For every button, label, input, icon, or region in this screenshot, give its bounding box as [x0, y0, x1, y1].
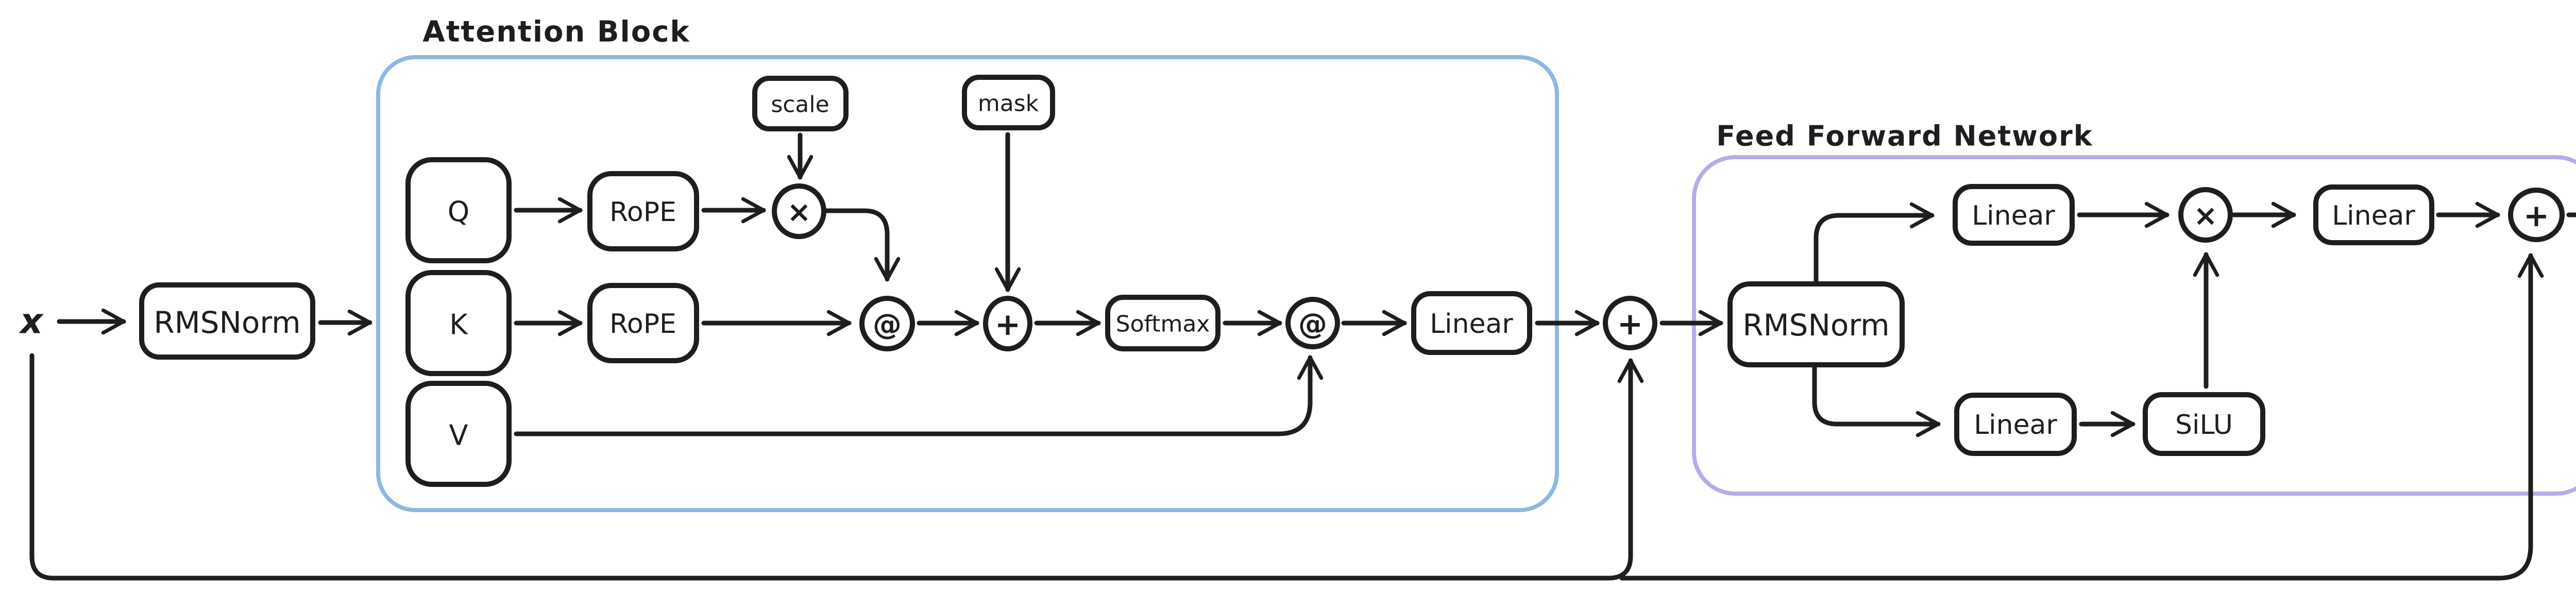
scale-multiply-circle	[772, 183, 826, 239]
k-box	[405, 270, 512, 376]
attention-residual-add-icon: +	[1617, 306, 1643, 342]
arrow-rmsnorm-to-up-linear	[1814, 202, 1935, 283]
rope-k-box	[587, 283, 699, 363]
qk-matmul-circle	[859, 296, 915, 351]
rope-k-label: RoPE	[609, 309, 676, 340]
scale-label: scale	[771, 92, 829, 118]
v-box	[405, 381, 512, 487]
attention-block-border	[376, 55, 1559, 512]
attention-out-proj-box	[1411, 291, 1532, 355]
connectors	[29, 132, 2576, 581]
arrow-rmsnorm-to-gate-linear	[1812, 364, 1941, 437]
ffn-silu-box	[2143, 392, 2265, 456]
softmax-box	[1105, 295, 1221, 351]
q-box	[405, 157, 512, 263]
ffn-up-linear-box	[1953, 184, 2075, 246]
qk-matmul-icon: @	[873, 308, 902, 342]
ffn-gate-linear-box	[1954, 393, 2077, 456]
mask-box	[962, 75, 1055, 130]
input-rmsnorm-label: RMSNorm	[154, 305, 300, 340]
ffn-gate-multiply-circle	[2178, 187, 2233, 243]
arrow-v-to-av-matmul	[514, 355, 1324, 436]
rope-q-box	[587, 171, 699, 251]
nodes: RMSNorm Q K V RoPE RoPE scale mask × @ +…	[139, 75, 2565, 487]
softmax-label: Softmax	[1116, 311, 1210, 337]
ffn-block-title: Feed Forward Network	[1716, 120, 2093, 153]
attention-block: Attention Block	[376, 15, 1559, 512]
input-rmsnorm-box	[139, 282, 315, 360]
scale-multiply-icon: ×	[787, 196, 811, 229]
av-matmul-icon: @	[1298, 308, 1327, 341]
ffn-gate-multiply-icon: ×	[2194, 199, 2218, 233]
v-label: V	[449, 419, 468, 452]
ffn-down-linear-box	[2313, 184, 2434, 245]
input-x-label: x	[19, 301, 44, 342]
av-matmul-circle	[1285, 297, 1340, 349]
ffn-rmsnorm-box	[1727, 281, 1905, 367]
residual-to-ffn-add	[1619, 253, 2544, 581]
ffn-down-linear-label: Linear	[2332, 200, 2415, 231]
k-label: K	[449, 309, 468, 341]
attention-out-proj-label: Linear	[1430, 309, 1513, 340]
arrow-scale-mul-to-qk-matmul	[824, 208, 901, 282]
q-label: Q	[448, 196, 470, 228]
ffn-up-linear-label: Linear	[1972, 200, 2055, 231]
mask-label: mask	[978, 91, 1039, 117]
scale-box	[752, 76, 849, 131]
ffn-gate-linear-label: Linear	[1974, 410, 2057, 441]
ffn-residual-add-icon: +	[2523, 198, 2549, 234]
mask-add-circle	[983, 296, 1032, 351]
rope-q-label: RoPE	[609, 197, 676, 228]
residual-x-to-attention-add	[29, 353, 1644, 581]
attention-residual-add-circle	[1603, 296, 1657, 350]
ffn-silu-label: SiLU	[2175, 410, 2233, 441]
attention-block-title: Attention Block	[422, 15, 690, 49]
mask-add-icon: +	[995, 307, 1021, 343]
ffn-residual-add-circle	[2508, 188, 2565, 242]
ffn-rmsnorm-label: RMSNorm	[1742, 308, 1889, 343]
